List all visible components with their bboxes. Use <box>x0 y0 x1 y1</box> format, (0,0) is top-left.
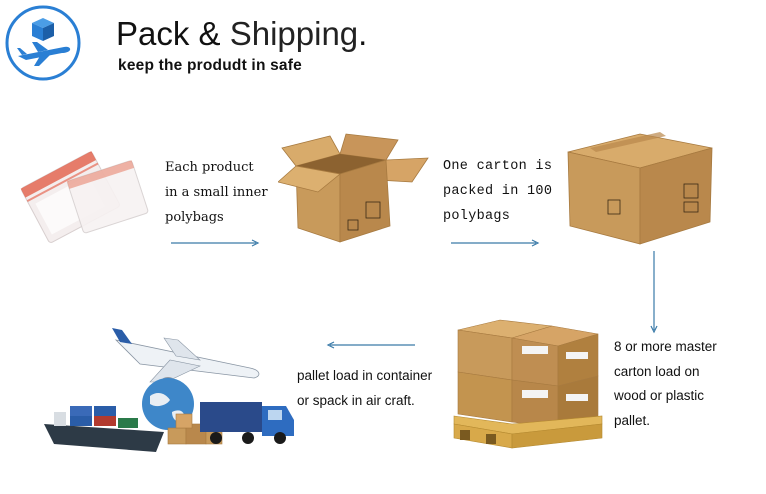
cargo-ship-icon <box>44 406 164 452</box>
logo-box-icon <box>32 18 54 41</box>
sealed-carton-image <box>567 132 713 245</box>
arrow-right-1 <box>171 239 260 247</box>
step4-caption: pallet load in container or spack in air… <box>297 368 433 408</box>
arrow-down <box>650 251 658 334</box>
polybag-image <box>20 151 149 243</box>
page-subtitle: keep the produdt in safe <box>118 57 302 74</box>
pallet-image <box>453 319 603 449</box>
logistics-collage-image <box>44 328 294 452</box>
arrow-left <box>326 341 415 349</box>
shipping-logo-icon <box>5 5 81 81</box>
airplane-icon <box>112 328 260 383</box>
truck-icon <box>200 402 294 444</box>
step1-caption: Each product in a small inner polybags <box>165 160 268 225</box>
page-title: Pack & Shipping. <box>116 15 368 52</box>
step2-caption: One carton is packed in 100 polybags <box>443 159 553 224</box>
arrow-right-2 <box>451 239 540 247</box>
step3-caption: 8 or more master carton load on wood or … <box>614 339 717 428</box>
logo-plane-icon <box>17 42 71 66</box>
open-carton-image <box>278 133 429 243</box>
